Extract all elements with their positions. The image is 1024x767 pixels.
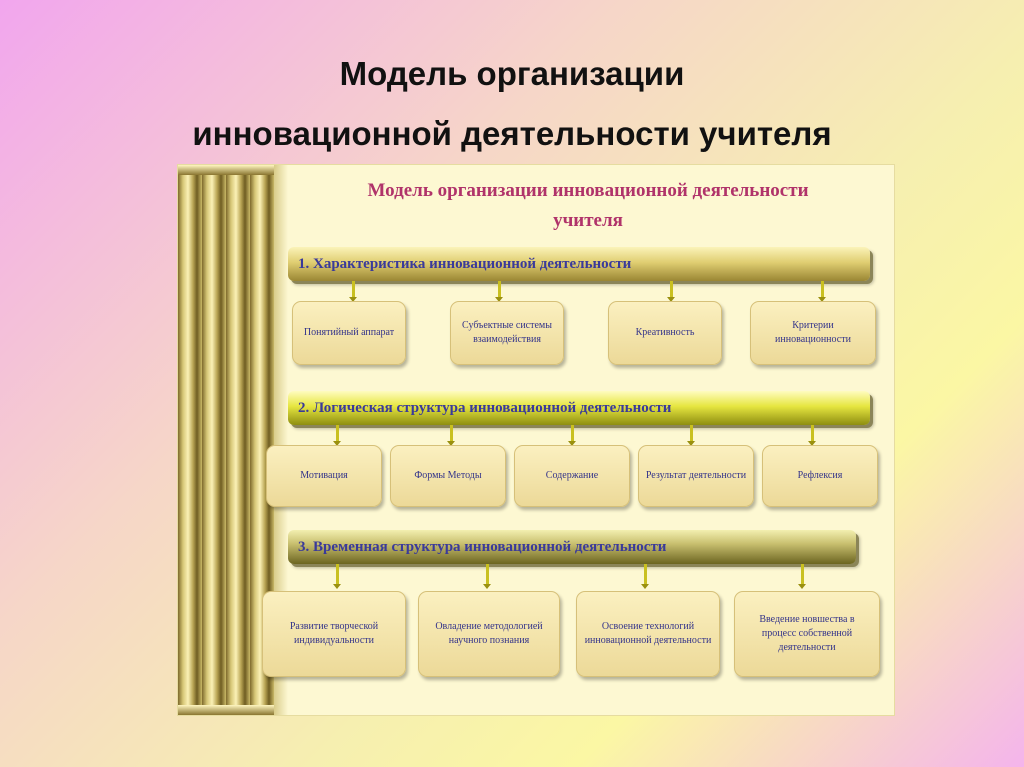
section-3-item: Введение новшества в процесс собственной… (734, 591, 880, 677)
connector (808, 425, 816, 446)
section-1-item: Креативность (608, 301, 722, 365)
section-3-item: Освоение технологий инновационной деятел… (576, 591, 720, 677)
section-1-item: Критерии инновационности (750, 301, 876, 365)
section-2-item: Содержание (514, 445, 630, 507)
connector (798, 564, 806, 589)
connector (333, 425, 341, 446)
section-1-item: Понятийный аппарат (292, 301, 406, 365)
connector (349, 281, 357, 302)
slide-title-line-2: инновационной деятельности учителя (192, 115, 832, 152)
section-2-item: Формы Методы (390, 445, 506, 507)
diagram-panel: Модель организации инновационной деятель… (178, 165, 894, 715)
diagram-title-line-2: учителя (553, 210, 623, 231)
section-3-item: Овладение методологией научного познания (418, 591, 560, 677)
connector (447, 425, 455, 446)
section-2-heading: 2. Логическая структура инновационной де… (288, 391, 870, 425)
pillar-band-top (178, 165, 274, 175)
section-1-heading: 1. Характеристика инновационной деятельн… (288, 247, 870, 281)
connector (641, 564, 649, 589)
connector (333, 564, 341, 589)
diagram-title-line-1: Модель организации инновационной деятель… (367, 180, 809, 201)
decorative-pillar (178, 165, 288, 715)
connector (568, 425, 576, 446)
section-2-item: Рефлексия (762, 445, 878, 507)
connector (483, 564, 491, 589)
section-2-item: Результат деятельности (638, 445, 754, 507)
section-3-heading: 3. Временная структура инновационной дея… (288, 530, 856, 564)
connector (818, 281, 826, 302)
connector (495, 281, 503, 302)
section-3-item: Развитие творческой индивидуальности (262, 591, 406, 677)
connector (667, 281, 675, 302)
slide-title-line-1: Модель организации (339, 55, 685, 92)
connector (687, 425, 695, 446)
section-2-item: Мотивация (266, 445, 382, 507)
pillar-band-bottom (178, 705, 274, 715)
slide-title: Модель организации инновационной деятель… (0, 44, 1024, 164)
section-1-item: Субъектные системы взаимодействия (450, 301, 564, 365)
